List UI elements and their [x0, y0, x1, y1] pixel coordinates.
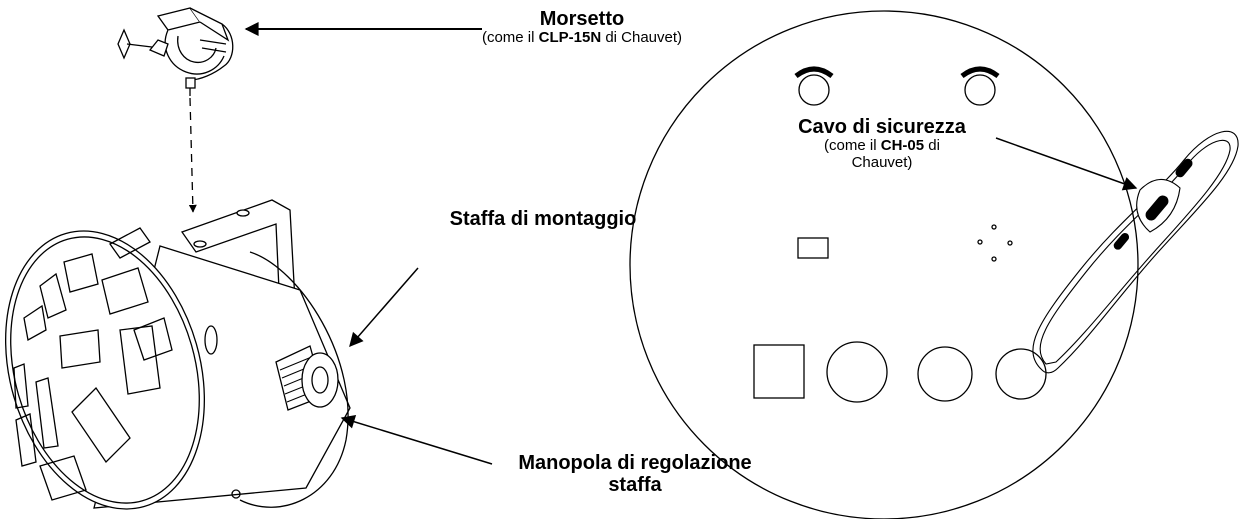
clamp-title: Morsetto	[539, 8, 625, 30]
safety-cable-arrow	[995, 137, 1138, 191]
adjustment-knob-icon	[275, 345, 339, 411]
knob-arrow	[340, 415, 493, 465]
safety-cable-title: Cavo di sicurezza	[798, 116, 966, 138]
safety-cable-subtitle-line2: Chauvet)	[851, 154, 913, 172]
knob-label: Manopola di regolazione staffa	[490, 452, 780, 497]
bracket-arrow	[349, 267, 419, 348]
knob-label-line2: staffa	[608, 474, 662, 497]
clamp-label: Morsetto (come il CLP-15N di Chauvet)	[442, 8, 722, 47]
bracket-label: Staffa di montaggio	[449, 208, 637, 230]
knob-label-line1: Manopola di regolazione	[518, 452, 752, 474]
mount-dashed-line	[188, 97, 197, 213]
fixture-rear-panel-icon	[629, 10, 1139, 519]
safety-cable-icon	[1032, 130, 1239, 374]
fixture-icon	[4, 227, 351, 510]
safety-cable-subtitle: (come il CH-05 di	[824, 137, 940, 155]
clamp-icon	[117, 7, 234, 96]
safety-cable-label: Cavo di sicurezza (come il CH-05 di Chau…	[766, 116, 998, 172]
clamp-subtitle: (come il CLP-15N di Chauvet)	[481, 29, 683, 47]
